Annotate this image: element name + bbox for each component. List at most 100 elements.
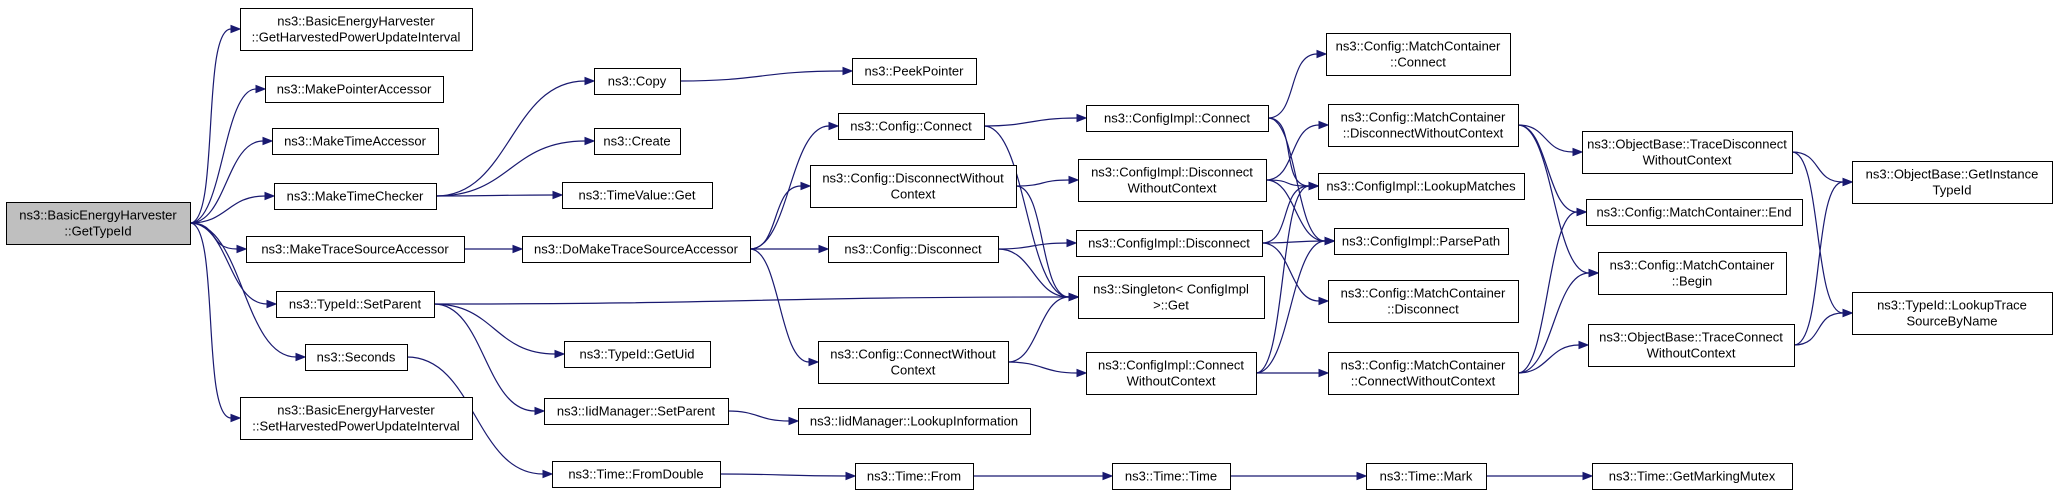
node-box <box>272 128 439 155</box>
edge-doMakeTraceSourceAccessor-to-configConnectWithoutContext <box>749 248 810 363</box>
node-box <box>1334 228 1509 255</box>
node-label: ns3::Config::MatchContainer <box>1341 358 1506 373</box>
node-label: ::GetTypeId <box>64 224 131 239</box>
node-create[interactable]: ns3::Create <box>594 128 681 155</box>
node-label: WithoutContext <box>1643 153 1732 168</box>
node-makeTimeChecker[interactable]: ns3::MakeTimeChecker <box>274 183 437 210</box>
node-timeTime[interactable]: ns3::Time::Time <box>1112 463 1231 490</box>
node-peekPointer[interactable]: ns3::PeekPointer <box>852 58 977 85</box>
node-timeFromDouble[interactable]: ns3::Time::FromDouble <box>552 461 721 488</box>
node-label: ::GetHarvestedPowerUpdateInterval <box>252 30 461 45</box>
node-iidManagerSetParent[interactable]: ns3::IidManager::SetParent <box>544 398 729 425</box>
edge-root-to-getHarvestedInterval <box>189 28 232 224</box>
node-makeTimeAccessor[interactable]: ns3::MakeTimeAccessor <box>272 128 439 155</box>
node-configDisconnectWithoutContext[interactable]: ns3::Config::DisconnectWithoutContext <box>810 165 1017 208</box>
node-label: Context <box>891 187 936 202</box>
node-label: ns3::Config::ConnectWithout <box>830 347 996 362</box>
node-label: ns3::BasicEnergyHarvester <box>277 14 435 29</box>
edge-configDisconnect-to-singletonGet <box>997 248 1070 298</box>
node-label: ns3::MakePointerAccessor <box>277 82 432 97</box>
node-implDisconnectWithoutContext[interactable]: ns3::ConfigImpl::DisconnectWithoutContex… <box>1078 159 1267 202</box>
edge-implDisconnectWithoutContext-to-mcDisconnectWithoutContext <box>1265 124 1320 181</box>
edge-obTraceDisconnectWithoutContext-to-typeIdLookupTraceSourceByName <box>1791 151 1844 314</box>
node-implConnectWithoutContext[interactable]: ns3::ConfigImpl::ConnectWithoutContext <box>1086 352 1257 395</box>
node-typeIdSetParent[interactable]: ns3::TypeId::SetParent <box>276 291 435 318</box>
node-configDisconnect[interactable]: ns3::Config::Disconnect <box>828 236 999 263</box>
arrowhead-icon <box>1068 292 1080 302</box>
node-doMakeTraceSourceAccessor[interactable]: ns3::DoMakeTraceSourceAccessor <box>522 236 751 263</box>
node-label: ns3::Create <box>603 134 670 149</box>
node-label: ns3::ObjectBase::GetInstance <box>1866 167 2039 182</box>
arrowhead-icon <box>262 136 274 146</box>
node-label: ns3::TypeId::GetUid <box>580 347 695 362</box>
node-box <box>1852 292 2053 335</box>
arrowhead-icon <box>542 469 554 479</box>
node-configConnect[interactable]: ns3::Config::Connect <box>838 113 985 140</box>
edge-root-to-makeTimeAccessor <box>189 140 264 224</box>
node-getHarvestedInterval[interactable]: ns3::BasicEnergyHarvester::GetHarvestedP… <box>240 8 473 51</box>
node-obTraceDisconnectWithoutContext[interactable]: ns3::ObjectBase::TraceDisconnectWithoutC… <box>1582 131 1793 174</box>
node-typeIdGetUid[interactable]: ns3::TypeId::GetUid <box>564 341 711 368</box>
node-label: TypeId <box>1932 183 1971 198</box>
node-label: ns3::Config::Connect <box>850 119 972 134</box>
node-timeMark[interactable]: ns3::Time::Mark <box>1366 463 1487 490</box>
node-implConnect[interactable]: ns3::ConfigImpl::Connect <box>1086 105 1269 132</box>
node-obTraceConnectWithoutContext[interactable]: ns3::ObjectBase::TraceConnectWithoutCont… <box>1588 324 1795 367</box>
arrowhead-icon <box>534 406 546 416</box>
edge-typeIdSetParent-to-typeIdGetUid <box>433 303 556 355</box>
arrowhead-icon <box>1842 177 1854 187</box>
node-box <box>852 58 977 85</box>
node-copy[interactable]: ns3::Copy <box>594 68 681 95</box>
node-label: SourceByName <box>1906 314 1997 329</box>
node-mcBegin[interactable]: ns3::Config::MatchContainer::Begin <box>1598 252 1787 295</box>
node-mcEnd[interactable]: ns3::Config::MatchContainer::End <box>1586 199 1803 226</box>
node-makePointerAccessor[interactable]: ns3::MakePointerAccessor <box>265 76 444 103</box>
node-iidManagerLookupInformation[interactable]: ns3::IidManager::LookupInformation <box>798 408 1031 435</box>
node-box <box>274 183 437 210</box>
node-timeGetMarkingMutex[interactable]: ns3::Time::GetMarkingMutex <box>1592 463 1793 490</box>
node-box <box>265 76 444 103</box>
node-box <box>1086 105 1269 132</box>
node-configConnectWithoutContext[interactable]: ns3::Config::ConnectWithoutContext <box>818 341 1009 384</box>
node-label: ns3::IidManager::SetParent <box>557 404 716 419</box>
node-seconds[interactable]: ns3::Seconds <box>305 344 408 371</box>
node-label: ns3::TypeId::SetParent <box>289 297 422 312</box>
arrowhead-icon <box>1068 175 1080 185</box>
node-label: ns3::ConfigImpl::Connect <box>1104 111 1250 126</box>
arrowhead-icon <box>295 352 307 362</box>
edge-mcDisconnectWithoutContext-to-mcBegin <box>1517 124 1590 274</box>
node-box <box>246 236 465 263</box>
node-timeFrom[interactable]: ns3::Time::From <box>855 463 974 490</box>
node-singletonGet[interactable]: ns3::Singleton< ConfigImpl >::Get <box>1078 276 1265 319</box>
node-timeValueGet[interactable]: ns3::TimeValue::Get <box>562 182 713 209</box>
node-implDisconnect[interactable]: ns3::ConfigImpl::Disconnect <box>1076 230 1263 257</box>
node-implLookupMatches[interactable]: ns3::ConfigImpl::LookupMatches <box>1318 173 1525 200</box>
arrowhead-icon <box>266 299 278 309</box>
node-box <box>1076 230 1263 257</box>
node-box <box>828 236 999 263</box>
node-box <box>1588 324 1795 367</box>
node-implParsePath[interactable]: ns3::ConfigImpl::ParsePath <box>1334 228 1509 255</box>
node-label: ns3::Singleton< ConfigImpl <box>1093 282 1249 297</box>
arrowhead-icon <box>1308 181 1320 191</box>
edge-configConnect-to-singletonGet <box>983 125 1070 298</box>
node-mcDisconnect[interactable]: ns3::Config::MatchContainer::Disconnect <box>1328 280 1519 323</box>
node-box <box>305 344 408 371</box>
node-box <box>1582 131 1793 174</box>
node-setHarvestedInterval[interactable]: ns3::BasicEnergyHarvester::SetHarvestedP… <box>240 397 473 440</box>
edge-implDisconnect-to-implParsePath <box>1261 240 1326 244</box>
node-mcConnectWithoutContext[interactable]: ns3::Config::MatchContainer::ConnectWith… <box>1328 352 1519 395</box>
node-label: ns3::MakeTraceSourceAccessor <box>261 242 449 257</box>
arrowhead-icon <box>552 190 564 200</box>
node-box <box>798 408 1031 435</box>
node-box <box>594 68 681 95</box>
node-mcConnect[interactable]: ns3::Config::MatchContainer::Connect <box>1326 33 1511 76</box>
edge-configConnect-to-implConnect <box>983 117 1078 127</box>
node-makeTraceSourceAccessor[interactable]: ns3::MakeTraceSourceAccessor <box>246 236 465 263</box>
node-label: WithoutContext <box>1647 346 1736 361</box>
node-mcDisconnectWithoutContext[interactable]: ns3::Config::MatchContainer::DisconnectW… <box>1328 104 1519 147</box>
node-root[interactable]: ns3::BasicEnergyHarvester::GetTypeId <box>6 202 191 245</box>
